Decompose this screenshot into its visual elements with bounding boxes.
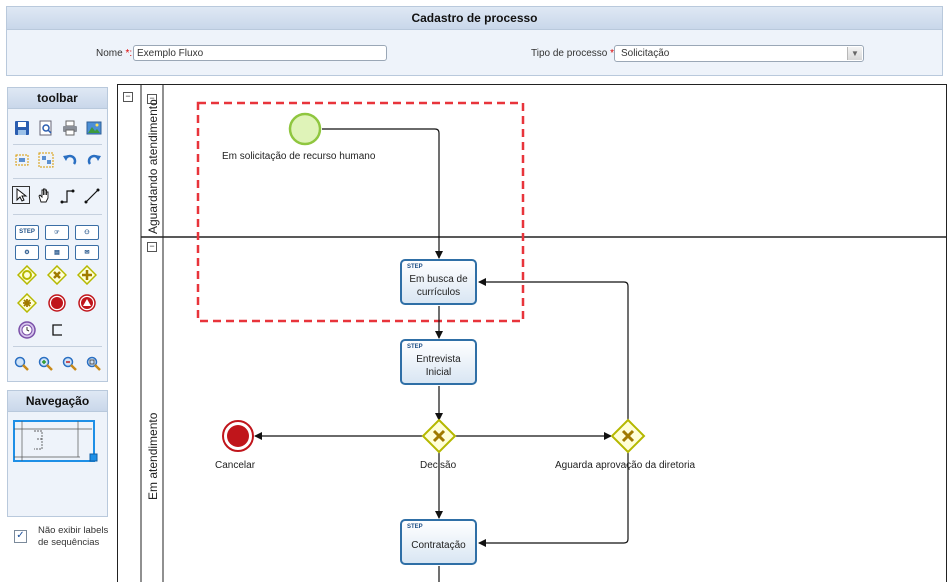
lane-label-aguardando: Aguardando atendimento	[146, 99, 160, 234]
task-step-tag: STEP	[407, 264, 423, 270]
select-all-icon[interactable]	[12, 150, 32, 170]
end-event-label: Cancelar	[215, 460, 256, 471]
lane-label-em-atendimento: Em atendimento	[146, 412, 160, 500]
zoom-fit-icon[interactable]	[84, 354, 104, 374]
group-icon[interactable]	[36, 150, 56, 170]
process-form-header: Cadastro de processo Nome *: Tipo de pro…	[6, 6, 943, 76]
task-entrevista-inicial[interactable]: STEP Entrevista Inicial	[400, 339, 477, 385]
page-title: Cadastro de processo	[7, 7, 942, 30]
step-label: STEP	[15, 224, 39, 240]
undo-icon[interactable]	[60, 150, 80, 170]
gateway-aguarda-aprovacao	[610, 418, 646, 454]
parallel-gateway-icon[interactable]	[74, 265, 100, 285]
preview-icon[interactable]	[36, 118, 56, 138]
error-end-event-icon[interactable]	[74, 293, 100, 313]
selection-box	[196, 101, 525, 323]
chevron-down-icon[interactable]: ▼	[847, 47, 862, 60]
zoom-in-icon[interactable]	[36, 354, 56, 374]
flow-start-to-busca	[322, 128, 443, 259]
task-step-tag: STEP	[407, 344, 423, 350]
hide-labels-label: Não exibir labels de sequências	[38, 525, 109, 548]
flow-aguarda-to-busca	[478, 278, 629, 420]
nome-label: Nome *:	[96, 48, 133, 59]
annotation-icon[interactable]	[44, 320, 70, 340]
tipo-processo-value: Solicitação	[621, 48, 670, 59]
diagram-svg	[117, 84, 947, 582]
service-task-icon[interactable]: ▤	[44, 242, 70, 262]
task-name: Contratação	[411, 540, 466, 551]
user-task-icon[interactable]: ⚇	[74, 222, 100, 242]
collapse-lane-1-button[interactable]: −	[147, 94, 157, 104]
flow-aguarda-to-contratacao	[478, 452, 629, 547]
end-event-icon[interactable]	[44, 293, 70, 313]
task-em-busca-de-curriculos[interactable]: STEP Em busca de currículos	[400, 259, 477, 305]
hand-icon[interactable]	[34, 186, 54, 206]
save-icon[interactable]	[12, 118, 32, 138]
zoom-icon[interactable]	[12, 354, 32, 374]
task-contratacao[interactable]: STEP Contratação	[400, 519, 477, 565]
toolbar-title: toolbar	[8, 88, 107, 109]
navigation-minimap[interactable]	[12, 419, 104, 465]
line-icon[interactable]	[82, 186, 102, 206]
navigation-title: Navegação	[8, 391, 107, 412]
collapse-pool-button[interactable]: −	[123, 92, 133, 102]
collapse-lane-2-button[interactable]: −	[147, 242, 157, 252]
pointer-icon[interactable]	[12, 186, 30, 204]
toolbar-panel: toolbar STEP ☞ ⚇ ⚙ ▤ ✉	[7, 87, 108, 382]
task-step-tag: STEP	[407, 524, 423, 530]
task-name: Entrevista Inicial	[416, 354, 461, 378]
start-event-label: Em solicitação de recurso humano	[222, 151, 376, 162]
gateway-decisao	[421, 418, 457, 454]
gateway-aguarda-label: Aguarda aprovação da diretoria	[555, 460, 696, 471]
step-task-icon[interactable]: STEP	[14, 222, 40, 242]
tipo-label: Tipo de processo *:	[531, 48, 617, 59]
hide-labels-checkbox[interactable]: ✓	[14, 530, 27, 543]
redo-icon[interactable]	[84, 150, 104, 170]
gateway-decisao-label: Decisão	[420, 460, 457, 471]
navigation-panel: Navegação	[7, 390, 108, 517]
image-icon[interactable]	[84, 118, 104, 138]
script-task-icon[interactable]: ⚙	[14, 242, 40, 262]
gateway-icon[interactable]	[14, 265, 40, 285]
zoom-out-icon[interactable]	[60, 354, 80, 374]
manual-task-icon[interactable]: ☞	[44, 222, 70, 242]
start-event	[288, 112, 322, 146]
exclusive-gateway-icon[interactable]	[44, 265, 70, 285]
print-icon[interactable]	[60, 118, 80, 138]
timer-event-icon[interactable]	[14, 320, 40, 340]
nome-input[interactable]	[133, 45, 387, 61]
message-task-icon[interactable]: ✉	[74, 242, 100, 262]
tipo-processo-select[interactable]: Solicitação ▼	[614, 45, 864, 62]
complex-gateway-icon[interactable]	[14, 293, 40, 313]
task-name: Em busca de currículos	[409, 274, 468, 298]
connector-icon[interactable]	[58, 186, 78, 206]
